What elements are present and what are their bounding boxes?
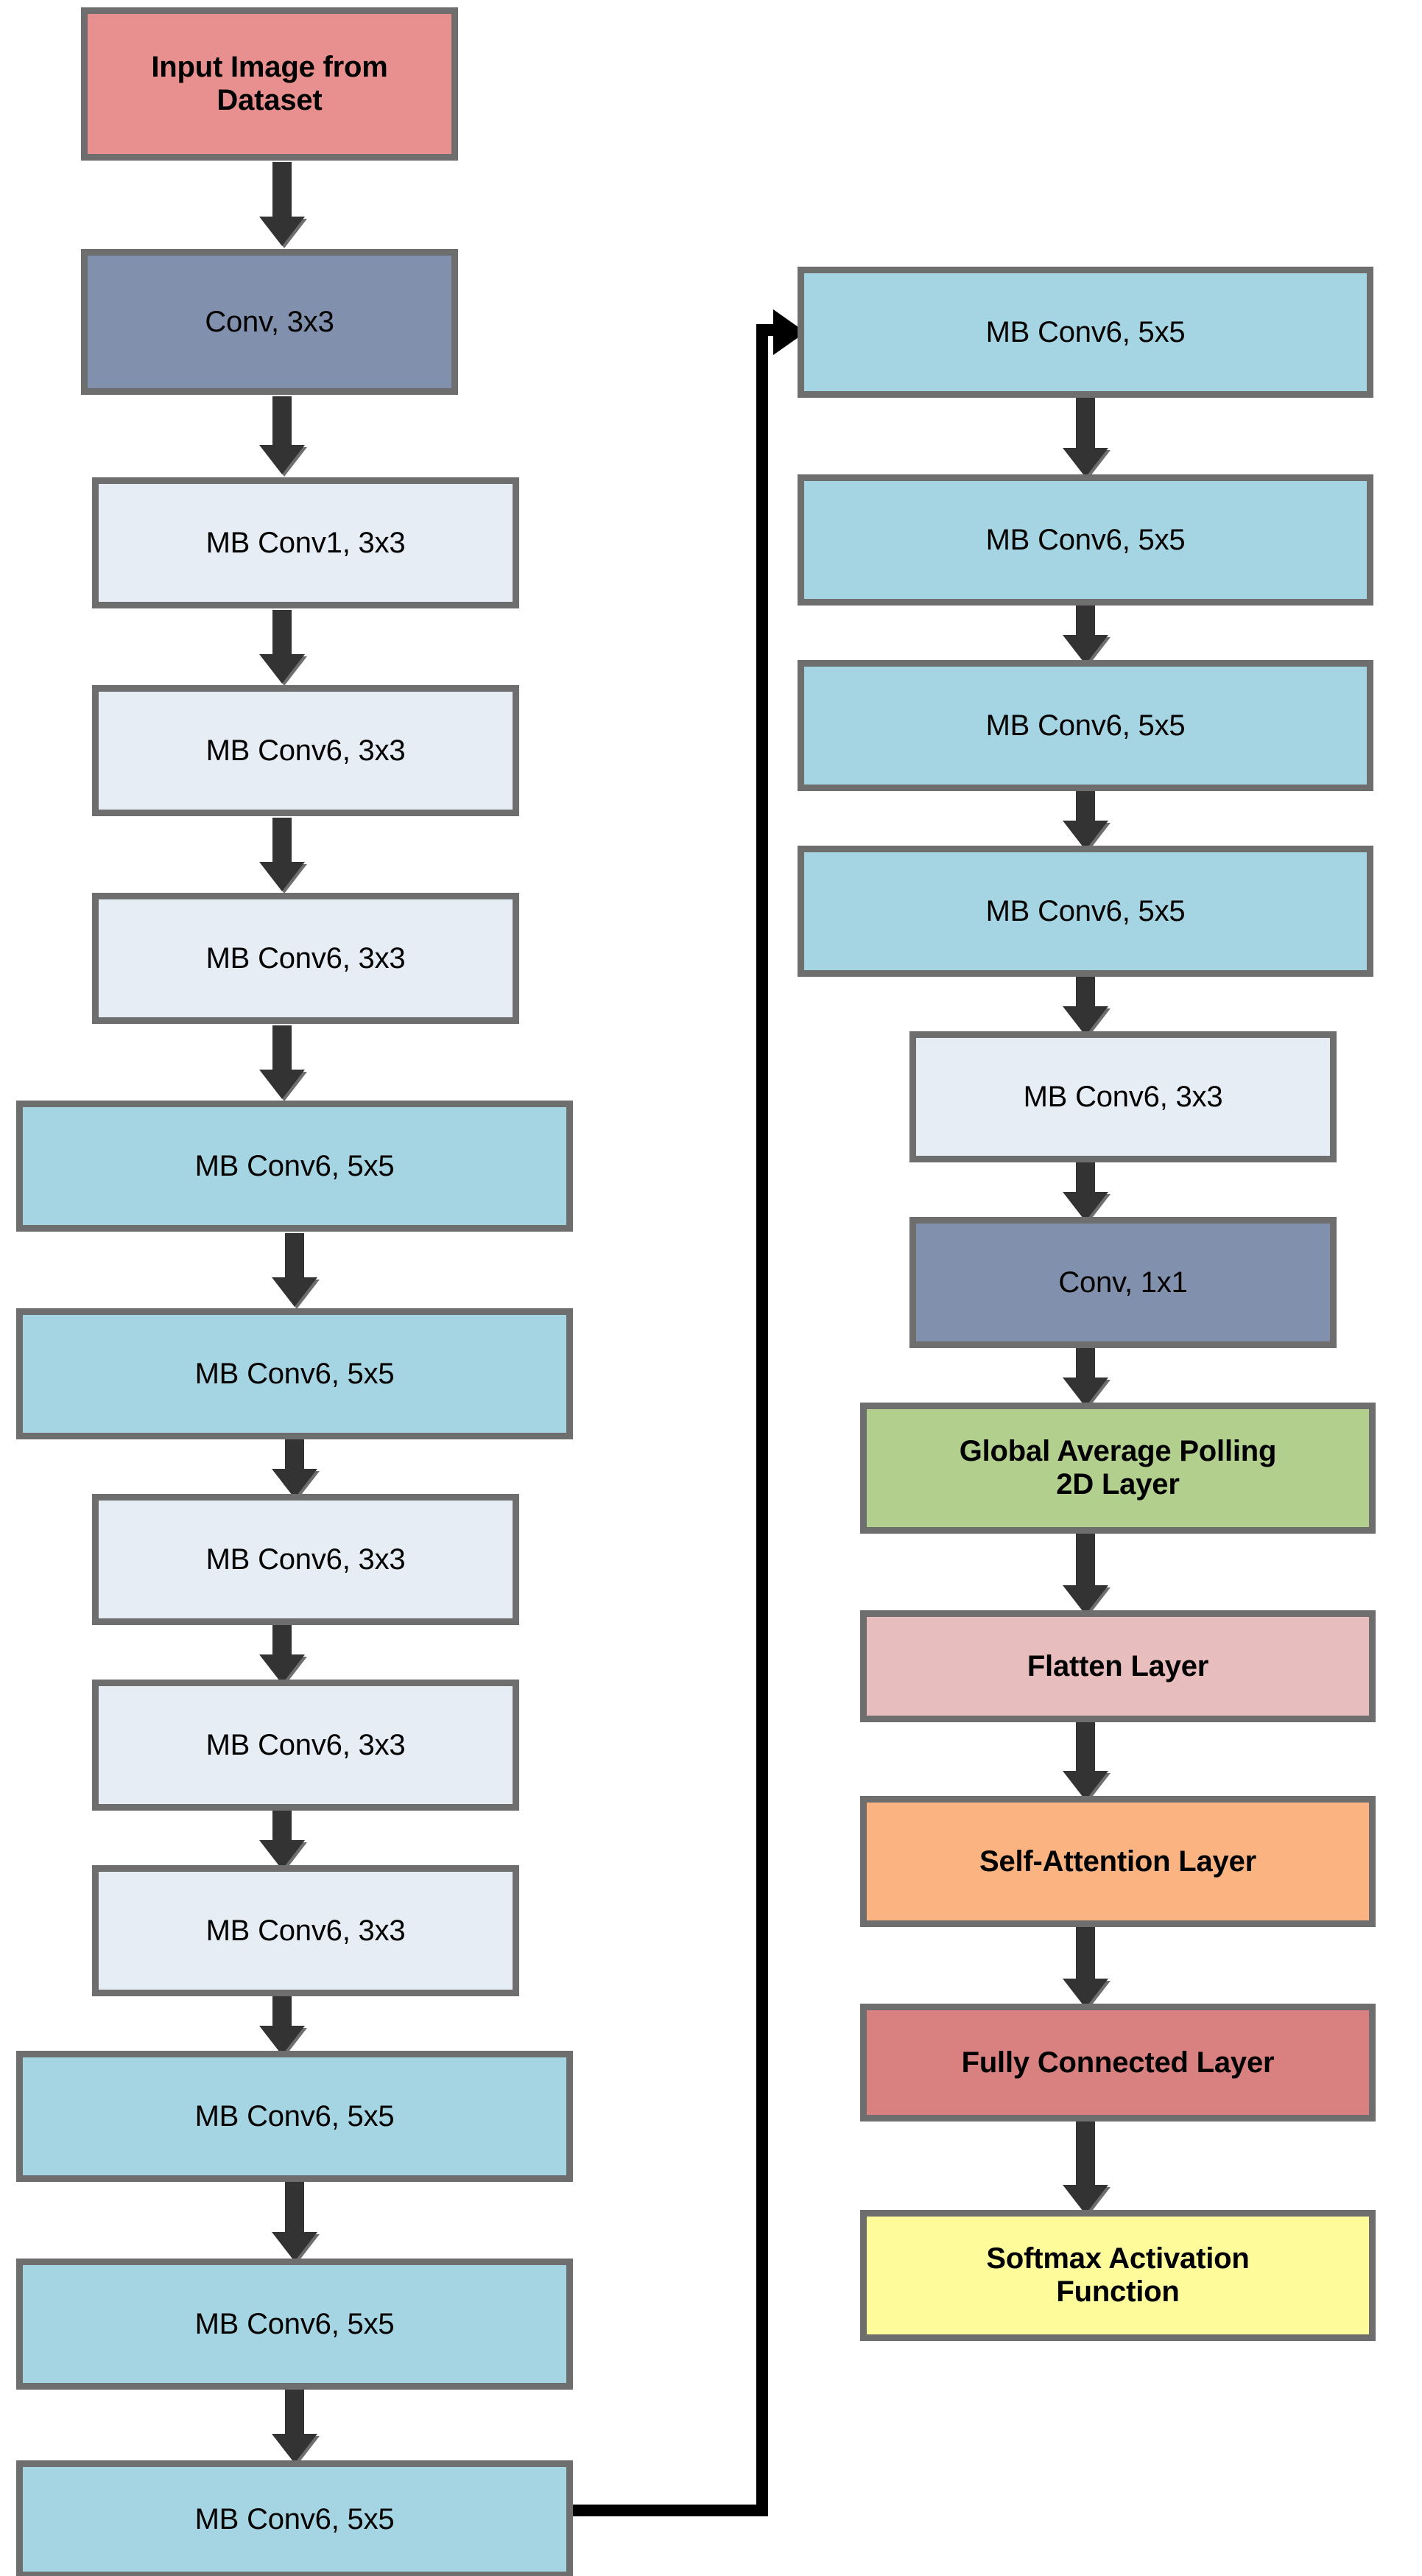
arrow-conv-to-mbconv1 <box>259 396 307 477</box>
node-mbconv6-3x3-d[interactable]: MB Conv6, 3x3 <box>92 1680 519 1811</box>
node-global-average-pooling[interactable]: Global Average Polling 2D Layer <box>860 1403 1376 1534</box>
arrow-mbconv3x3d-to-mbconv3x3e <box>259 1811 307 1872</box>
node-right-mbconv6-5x5-b[interactable]: MB Conv6, 5x5 <box>798 474 1373 606</box>
node-conv-1x1[interactable]: Conv, 1x1 <box>909 1217 1337 1348</box>
node-right-mbconv6-5x5-b-label: MB Conv6, 5x5 <box>985 523 1186 556</box>
node-mbconv6-5x5-a[interactable]: MB Conv6, 5x5 <box>16 1101 573 1232</box>
arrow-r5x5d-to-r3x3 <box>1063 975 1111 1038</box>
arrow-mbconv5x5c-to-mbconv5x5d <box>272 2182 320 2264</box>
arrow-mbconv3x3e-to-mbconv5x5c <box>259 1996 307 2057</box>
node-mbconv1-3x3[interactable]: MB Conv1, 3x3 <box>92 477 519 608</box>
node-mbconv6-5x5-d[interactable]: MB Conv6, 5x5 <box>16 2259 573 2390</box>
arrow-r3x3-to-conv1x1 <box>1063 1161 1111 1224</box>
node-conv-1x1-label: Conv, 1x1 <box>1058 1266 1188 1299</box>
arrow-fc-to-softmax <box>1063 2120 1111 2217</box>
node-mbconv6-5x5-c-label: MB Conv6, 5x5 <box>194 2099 395 2133</box>
node-right-mbconv6-3x3[interactable]: MB Conv6, 3x3 <box>909 1031 1337 1162</box>
node-fully-connected-layer[interactable]: Fully Connected Layer <box>860 2004 1376 2121</box>
node-mbconv6-5x5-e-label: MB Conv6, 5x5 <box>194 2502 395 2535</box>
arrow-mbconv5x5a-to-mbconv5x5b <box>272 1233 320 1309</box>
arrow-mbconv3x3c-to-mbconv3x3d <box>259 1625 307 1686</box>
connector-path <box>573 324 777 2516</box>
node-mbconv6-5x5-c[interactable]: MB Conv6, 5x5 <box>16 2051 573 2182</box>
node-global-average-pooling-line1: Global Average Polling <box>959 1435 1277 1468</box>
node-mbconv6-5x5-b-label: MB Conv6, 5x5 <box>194 1357 395 1390</box>
node-right-mbconv6-5x5-a-label: MB Conv6, 5x5 <box>985 315 1186 348</box>
node-right-mbconv6-5x5-a[interactable]: MB Conv6, 5x5 <box>798 267 1373 398</box>
node-softmax-activation-line2: Function <box>1056 2275 1180 2308</box>
arrow-gap-to-flatten <box>1063 1532 1111 1617</box>
arrow-mbconv5x5b-to-mbconv3x3c <box>272 1438 320 1501</box>
node-mbconv6-3x3-e[interactable]: MB Conv6, 3x3 <box>92 1865 519 1996</box>
node-conv-3x3[interactable]: Conv, 3x3 <box>81 249 458 395</box>
node-mbconv6-3x3-c[interactable]: MB Conv6, 3x3 <box>92 1494 519 1625</box>
arrow-mbconv6b-to-mbconv5x5a <box>259 1025 307 1101</box>
node-right-mbconv6-5x5-d-label: MB Conv6, 5x5 <box>985 894 1186 927</box>
node-flatten-layer-label: Flatten Layer <box>1027 1649 1209 1682</box>
node-self-attention-layer-label: Self-Attention Layer <box>979 1845 1257 1878</box>
node-fully-connected-layer-label: Fully Connected Layer <box>961 2046 1275 2079</box>
arrow-input-to-conv <box>259 162 307 248</box>
node-mbconv6-5x5-e[interactable]: MB Conv6, 5x5 <box>16 2460 573 2576</box>
node-input-image-line2: Dataset <box>217 84 323 116</box>
node-mbconv6-3x3-b[interactable]: MB Conv6, 3x3 <box>92 893 519 1024</box>
node-conv-3x3-label: Conv, 3x3 <box>205 305 334 338</box>
node-softmax-activation-line1: Softmax Activation <box>986 2242 1250 2275</box>
node-mbconv1-3x3-label: MB Conv1, 3x3 <box>205 526 406 559</box>
node-right-mbconv6-5x5-c-label: MB Conv6, 5x5 <box>985 709 1186 742</box>
node-input-image[interactable]: Input Image from Dataset <box>81 7 458 161</box>
node-flatten-layer[interactable]: Flatten Layer <box>860 1610 1376 1722</box>
node-mbconv6-3x3-c-label: MB Conv6, 3x3 <box>205 1543 406 1576</box>
node-mbconv6-3x3-a-label: MB Conv6, 3x3 <box>205 734 406 767</box>
node-right-mbconv6-5x5-c[interactable]: MB Conv6, 5x5 <box>798 660 1373 791</box>
arrow-mbconv1-to-mbconv6a <box>259 610 307 686</box>
node-global-average-pooling-line2: 2D Layer <box>1056 1468 1180 1501</box>
arrow-mbconv5x5d-to-mbconv5x5e <box>272 2390 320 2466</box>
node-mbconv6-3x3-d-label: MB Conv6, 3x3 <box>205 1728 406 1761</box>
node-mbconv6-5x5-a-label: MB Conv6, 5x5 <box>194 1149 395 1182</box>
node-mbconv6-3x3-b-label: MB Conv6, 3x3 <box>205 941 406 975</box>
node-self-attention-layer[interactable]: Self-Attention Layer <box>860 1796 1376 1927</box>
arrow-mbconv6a-to-mbconv6b <box>259 818 307 894</box>
arrow-selfattention-to-fc <box>1063 1926 1111 2010</box>
node-right-mbconv6-5x5-d[interactable]: MB Conv6, 5x5 <box>798 846 1373 977</box>
node-mbconv6-5x5-d-label: MB Conv6, 5x5 <box>194 2307 395 2340</box>
node-input-image-line1: Input Image from <box>151 51 388 84</box>
node-right-mbconv6-3x3-label: MB Conv6, 3x3 <box>1023 1080 1223 1113</box>
arrow-flatten-to-selfattention <box>1063 1721 1111 1803</box>
arrow-r5x5c-to-r5x5d <box>1063 790 1111 852</box>
node-mbconv6-3x3-e-label: MB Conv6, 3x3 <box>205 1914 406 1947</box>
node-softmax-activation[interactable]: Softmax Activation Function <box>860 2210 1376 2341</box>
arrow-r5x5a-to-r5x5b <box>1063 398 1111 480</box>
arrow-conv1x1-to-gap <box>1063 1347 1111 1409</box>
arrow-r5x5b-to-r5x5c <box>1063 604 1111 667</box>
node-mbconv6-3x3-a[interactable]: MB Conv6, 3x3 <box>92 685 519 816</box>
node-mbconv6-5x5-b[interactable]: MB Conv6, 5x5 <box>16 1308 573 1439</box>
